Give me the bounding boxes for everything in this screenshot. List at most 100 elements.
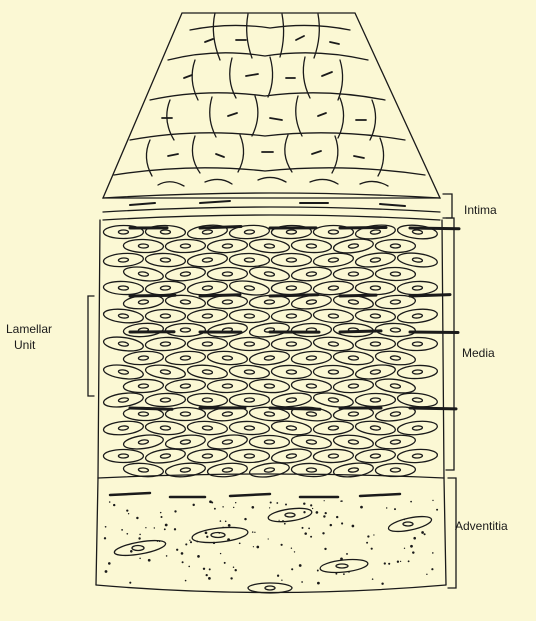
stipple-dot [413,537,416,540]
cell-nucleus [286,453,296,458]
cell-nucleus [160,369,170,374]
stipple-dot [164,528,166,530]
stipple-dot [394,508,396,510]
smooth-muscle-cell [397,281,438,296]
media-layer [88,218,459,479]
stipple-dot [213,542,215,544]
smooth-muscle-cell [103,391,144,409]
smooth-muscle-cell [145,393,185,408]
stipple-dot [136,517,138,519]
cell-nucleus [118,313,128,318]
cell-nucleus [412,397,422,402]
stipple-dot [277,575,279,577]
stipple-dot [404,548,405,549]
smooth-muscle-cell [313,420,354,436]
cell-nucleus [390,328,400,332]
smooth-muscle-cell [207,462,248,479]
cell-nucleus [328,314,338,319]
smooth-muscle-cell [355,393,395,406]
elastic-lamella [410,332,458,333]
cell-nucleus [222,356,232,361]
smooth-muscle-cell [229,364,270,380]
cell-nucleus [222,300,232,304]
cell-nucleus [160,453,170,458]
cell-nucleus [370,229,380,234]
stipple-dot [235,502,236,503]
smooth-muscle-cell [103,363,144,381]
cell-nucleus [222,384,232,388]
stipple-dot [188,566,190,568]
smooth-muscle-cell [103,252,144,268]
smooth-muscle-cell [123,350,164,366]
smooth-muscle-cell [145,253,186,268]
smooth-muscle-cell [333,461,374,479]
cell-nucleus [244,426,254,430]
cell-nucleus [138,384,148,388]
cell-nucleus [264,440,274,444]
stipple-dot [424,533,426,535]
stipple-dot [230,577,232,579]
stipple-dot [285,504,287,506]
stipple-dot [340,501,341,502]
smooth-muscle-cell [333,378,374,394]
stipple-dot [166,555,168,557]
cell-nucleus [180,439,190,444]
cell-nucleus [138,300,148,305]
stipple-dot [182,561,184,563]
smooth-muscle-cell [313,336,354,353]
stipple-dot [269,507,270,508]
stipple-dot [174,528,176,530]
smooth-muscle-cell [291,266,332,282]
cell-nucleus [244,398,254,402]
cell-nucleus [160,230,170,234]
stipple-dot [301,581,303,583]
cell-nucleus [202,342,212,346]
cell-nucleus [286,314,296,318]
smooth-muscle-cell [313,365,353,379]
stipple-dot [371,548,373,550]
cell-nucleus [348,272,358,276]
stipple-dot [222,506,223,507]
cell-nucleus [160,426,170,431]
cell-nucleus [222,439,232,444]
stipple-dot [343,573,345,575]
cell-nucleus [160,398,170,402]
cell-nucleus [180,384,190,389]
smooth-muscle-cell [333,267,373,281]
smooth-muscle-cell [249,265,290,283]
elastic-lamella [130,408,172,409]
cell-nucleus [180,356,190,361]
smooth-muscle-cell [397,308,438,325]
stipple-dot [432,552,434,554]
smooth-muscle-cell [355,309,396,324]
stipple-dot [317,582,320,585]
cell-nucleus [244,314,254,318]
stipple-dot [352,525,355,528]
cell-nucleus [390,383,400,388]
smooth-muscle-cell [355,363,396,381]
elastic-lamella [340,295,376,296]
stipple-dot [109,501,111,503]
stipple-dot [253,546,254,547]
cell-nucleus [264,271,274,276]
stipple-dot [291,568,293,570]
cell-nucleus [306,244,316,248]
cell-nucleus [370,342,380,346]
cell-nucleus [390,272,400,276]
stipple-dot [282,520,284,522]
cell-nucleus [138,271,148,276]
stipple-dot [159,540,161,542]
cell-nucleus [412,342,422,346]
stipple-dot [412,551,414,553]
smooth-muscle-cell [397,223,438,240]
smooth-muscle-cell [249,321,290,339]
cell-nucleus [412,370,422,374]
stipple-dot [244,518,246,520]
cell-nucleus [370,369,380,374]
smooth-muscle-cell [313,391,354,409]
cell-nucleus [286,397,296,402]
stipple-dot [145,527,146,528]
smooth-muscle-cell [207,350,248,366]
stipple-dot [203,568,205,570]
